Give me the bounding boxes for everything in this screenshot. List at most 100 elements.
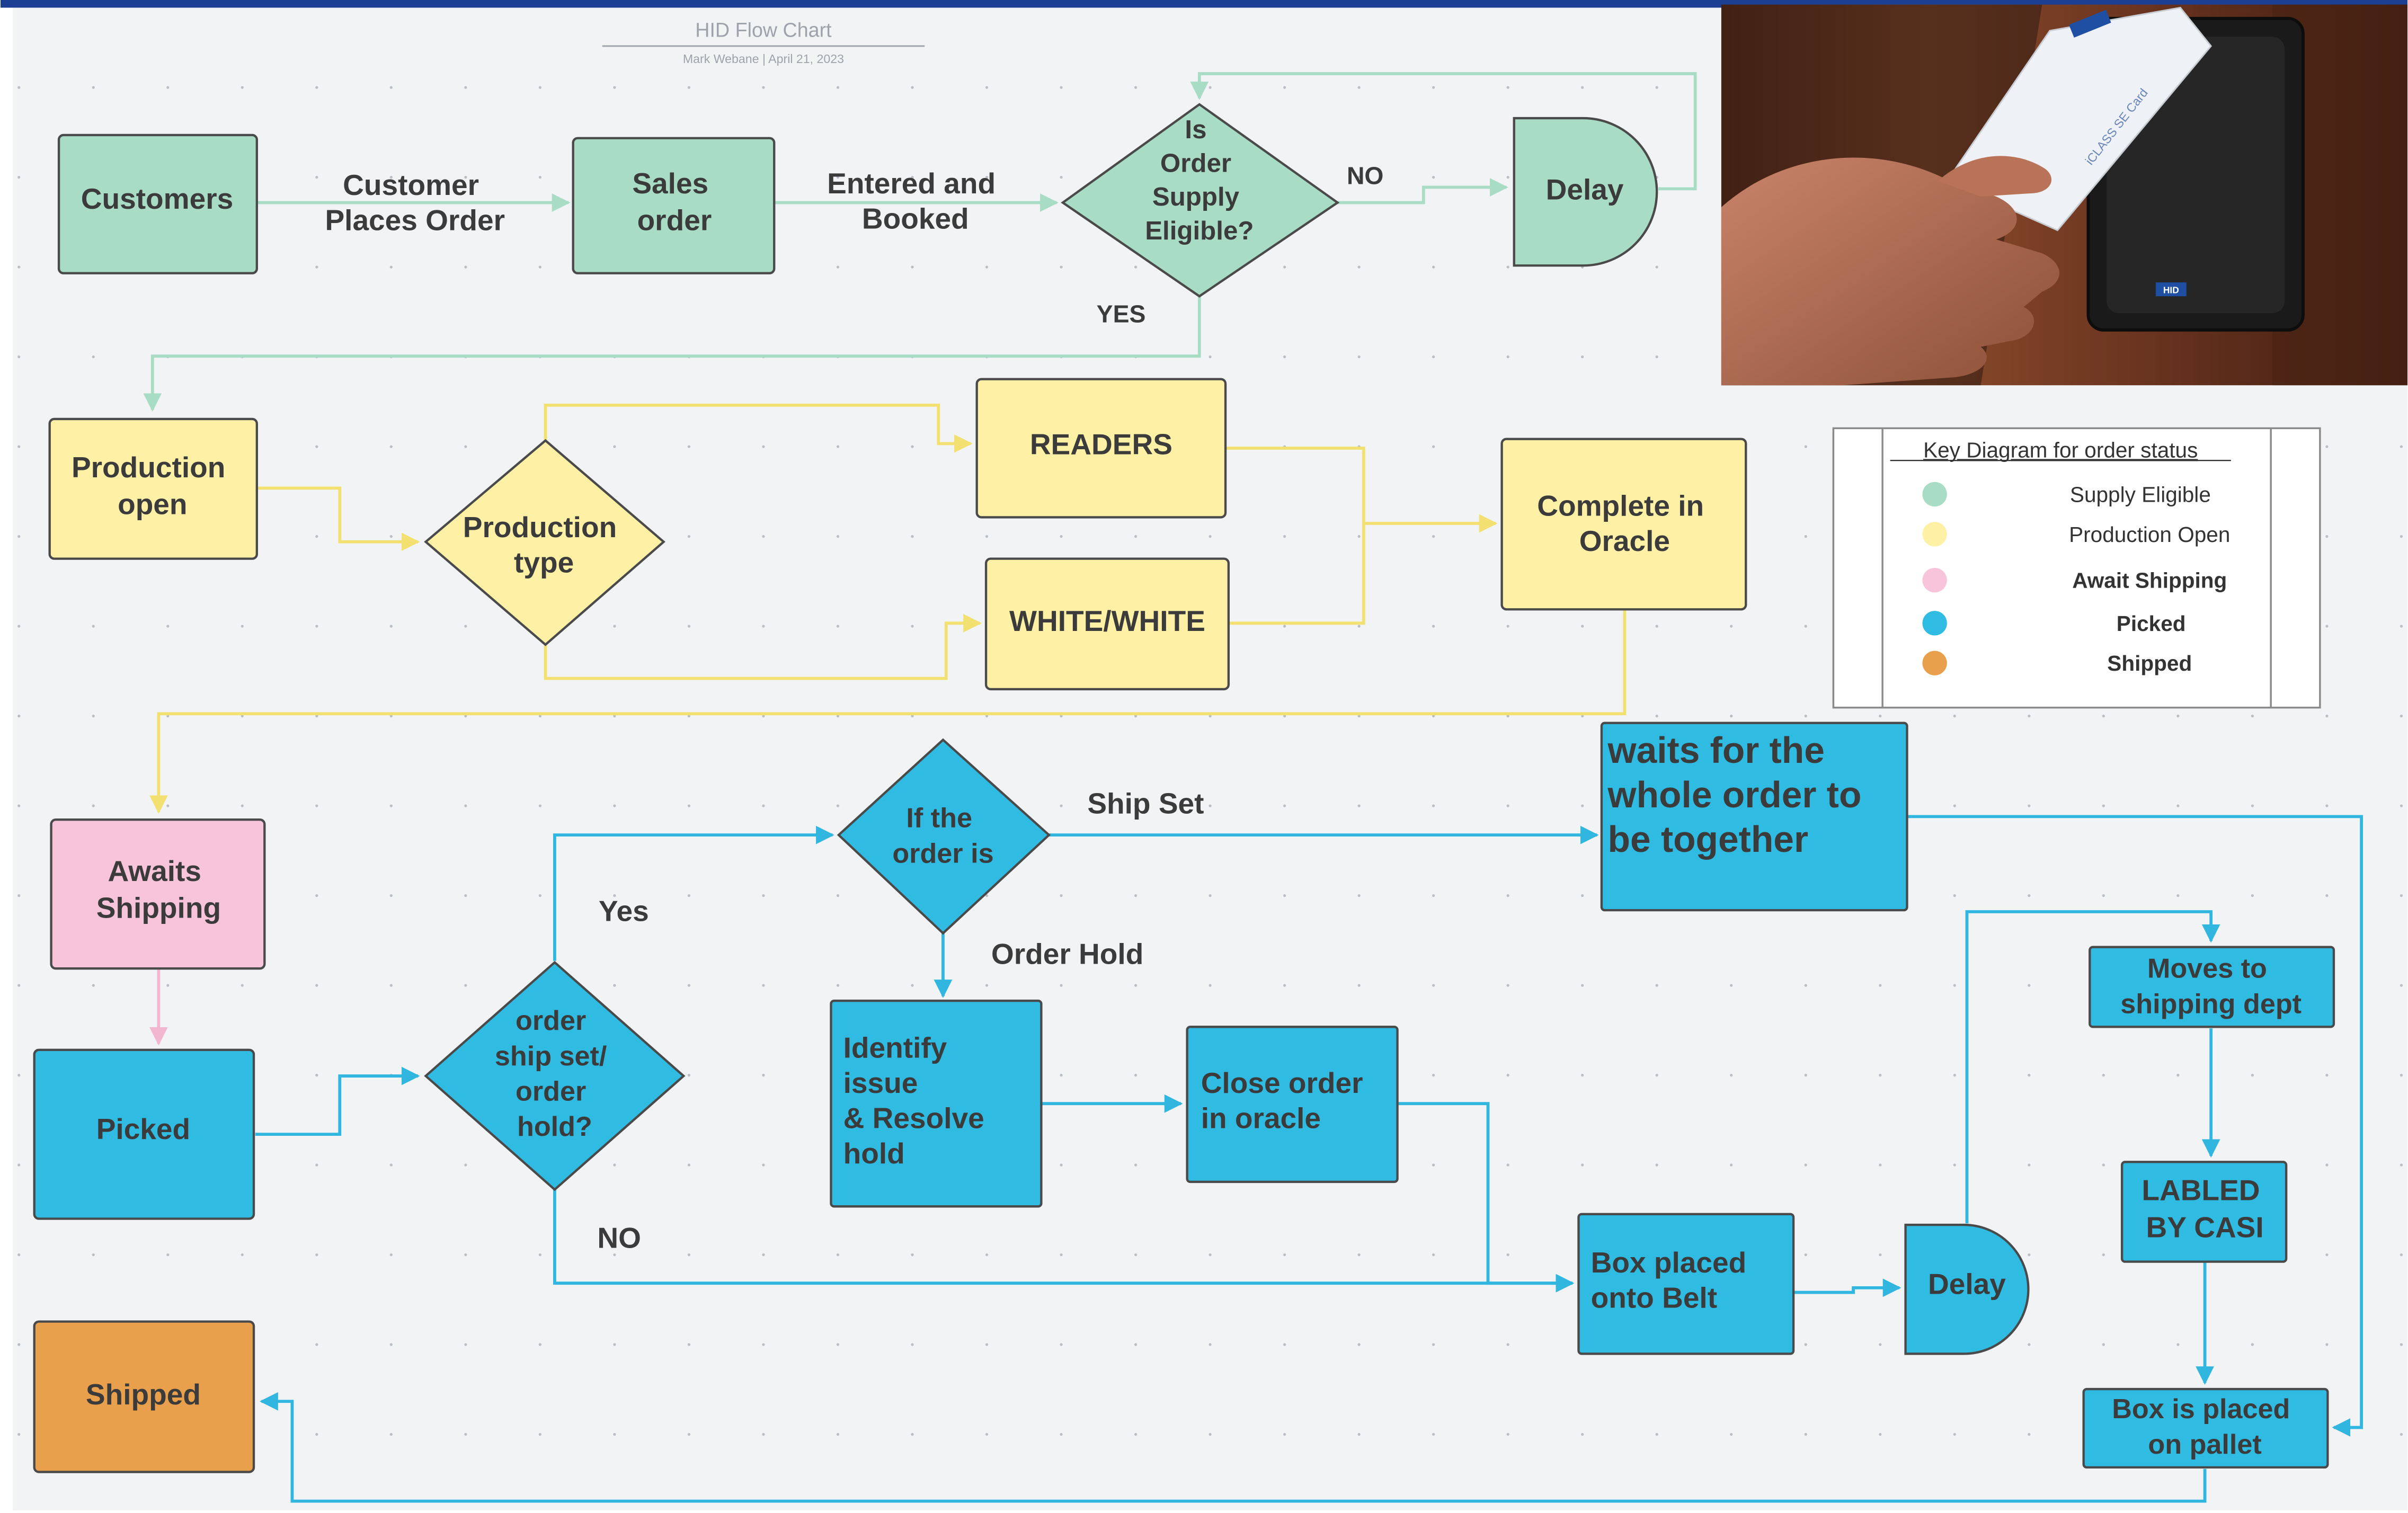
node-delay-top-label: Delay: [1546, 173, 1624, 206]
node-close-order-line-1: Close order: [1201, 1066, 1363, 1099]
node-sales-order[interactable]: Sales order: [572, 137, 776, 274]
legend-swatch-3: [1922, 611, 1947, 636]
node-delay-top[interactable]: Delay: [1513, 117, 1658, 267]
edge-delay-loop: [1190, 72, 1697, 191]
node-belt-line-1: Box placed: [1591, 1246, 1747, 1279]
node-decision-line-1: order: [516, 1005, 586, 1036]
node-picked[interactable]: Picked: [33, 1048, 255, 1220]
node-close-order[interactable]: Close order in oracle: [1186, 1026, 1399, 1183]
photo-reader-logo-badge: [2155, 282, 2187, 297]
node-delay-bottom-label: Delay: [1928, 1267, 2006, 1300]
edge-delay-moves: [1965, 910, 2220, 1224]
node-sales-order-line-2: order: [637, 204, 712, 237]
svg-text:order ship set/: order ship set/ order hold?: [495, 1005, 615, 1142]
svg-text:Is Order Suppl: Is Order Supply Eligible?: [1145, 115, 1254, 245]
node-order-supply-eligible[interactable]: Is Order Supply Eligible?: [1061, 103, 1340, 298]
svg-text:Production open: Production open: [72, 451, 234, 521]
node-complete-line-2: Oracle: [1579, 524, 1670, 557]
node-belt-line-2: onto Belt: [1591, 1281, 1717, 1314]
svg-text:Identify issue: Identify issue & Resolve hold: [843, 1031, 992, 1170]
node-identify-issue[interactable]: Identify issue & Resolve hold: [830, 999, 1043, 1208]
hid-card-photo: HID iCLASS SE Card: [1721, 4, 2408, 386]
node-customers-label: Customers: [81, 182, 233, 215]
node-delay-bottom[interactable]: Delay: [1904, 1223, 2030, 1355]
edge-pallet-shipped: [260, 1392, 2207, 1503]
photo-thumb: [1938, 156, 2052, 197]
node-pallet-line-2: on pallet: [2148, 1429, 2261, 1460]
edge-eligible-production: [143, 296, 1201, 412]
legend-box: [1832, 427, 2321, 709]
node-waits-line-2: whole order to: [1607, 774, 1862, 815]
node-ship-set-or-hold[interactable]: order ship set/ order hold?: [424, 960, 686, 1191]
node-awaits-shipping[interactable]: Awaits Shipping: [50, 818, 266, 970]
node-readers[interactable]: READERS: [975, 378, 1227, 519]
node-eligible-line-2: Order: [1160, 149, 1231, 178]
node-shipped-label: Shipped: [86, 1378, 201, 1411]
node-box-on-pallet[interactable]: Box is placed on pallet: [2082, 1387, 2329, 1469]
chart-subtitle: Mark Webane | April 21, 2023: [683, 52, 844, 66]
node-white-white-label: WHITE/WHITE: [1009, 604, 1205, 637]
connectors: [143, 72, 2363, 1503]
node-customers[interactable]: Customers: [57, 134, 259, 274]
edge-type-white: [544, 613, 982, 680]
svg-text:Complete in Oracle: Complete in Oracle: [1537, 490, 1712, 558]
node-labled-line-1: LABLED: [2142, 1174, 2260, 1207]
node-production-type[interactable]: Production type: [424, 439, 665, 646]
node-shipped[interactable]: Shipped: [33, 1320, 255, 1473]
node-picked-label: Picked: [96, 1112, 190, 1145]
label-yes-top: YES: [1097, 300, 1146, 327]
edge-decision-yes: [553, 825, 834, 961]
node-production-open[interactable]: Production open: [48, 417, 259, 560]
legend-label-1: Production Open: [2069, 522, 2230, 547]
node-decision-line-3: order: [516, 1076, 586, 1107]
svg-text:Box placed onto Belt: Box placed onto Belt: [1591, 1246, 1755, 1314]
svg-text:Entered and Booked: Entered and Booked: [827, 167, 1003, 235]
node-production-type-line-2: type: [514, 546, 574, 579]
node-box-onto-belt[interactable]: Box placed onto Belt: [1577, 1213, 1795, 1355]
node-eligible-line-4: Eligible?: [1145, 216, 1254, 245]
node-awaits-line-1: Awaits: [108, 855, 201, 887]
node-production-open-line-2: open: [118, 488, 187, 521]
label-customer-places-line-1: Customer: [343, 168, 479, 201]
node-production-open-line-1: Production: [72, 451, 225, 484]
node-if-the-order-is[interactable]: If the order is: [837, 738, 1051, 935]
label-no-bottom: NO: [597, 1222, 641, 1254]
node-waits-for-whole-order[interactable]: waits for the whole order to be together: [1600, 722, 1908, 912]
node-if-order-line-2: order is: [892, 838, 993, 869]
legend-swatch-0: [1922, 482, 1947, 507]
label-yes-bottom: Yes: [599, 894, 649, 927]
node-moves-line-1: Moves to: [2147, 954, 2267, 984]
label-ship-set: Ship Set: [1087, 787, 1204, 820]
node-identify-line-3: & Resolve: [843, 1102, 984, 1135]
label-no-top: NO: [1347, 162, 1384, 190]
node-readers-label: READERS: [1030, 428, 1172, 461]
svg-text:LABLED BY CASI: LABLED BY CASI: [2142, 1174, 2268, 1244]
node-waits-line-1: waits for the: [1607, 729, 1825, 771]
node-complete-line-1: Complete in: [1537, 490, 1704, 522]
node-pallet-line-1: Box is placed: [2112, 1394, 2290, 1425]
svg-text:Sales order: Sales order: [632, 167, 716, 237]
node-identify-line-1: Identify: [843, 1031, 947, 1064]
svg-text:Customer Places Order: Customer Places Order: [325, 168, 505, 237]
label-order-hold: Order Hold: [991, 938, 1143, 971]
node-production-type-line-1: Production: [463, 511, 617, 544]
label-customer-places-line-2: Places Order: [325, 204, 505, 237]
node-white-white[interactable]: WHITE/WHITE: [984, 557, 1230, 691]
node-moves-to-shipping[interactable]: Moves to shipping dept: [2089, 946, 2335, 1028]
svg-text:If the order is: If the order is: [892, 803, 993, 869]
node-sales-order-line-1: Sales: [632, 167, 708, 200]
node-labled-by-casi[interactable]: LABLED BY CASI: [2120, 1161, 2288, 1263]
photo-card-logo: [2069, 10, 2111, 38]
node-complete-in-oracle[interactable]: Complete in Oracle: [1500, 438, 1747, 611]
node-close-order-line-2: in oracle: [1201, 1102, 1321, 1135]
edge-open-type: [256, 486, 420, 551]
edge-labels: Customer Places Order Entered and Booked…: [325, 162, 1383, 1254]
svg-text:Box is placed on palle: Box is placed on pallet: [2112, 1394, 2298, 1460]
edge-waits-pallet: [1907, 815, 2363, 1437]
node-if-order-line-1: If the: [906, 803, 972, 834]
photo-reader-logo: HID: [2163, 284, 2179, 295]
legend-label-2: Await Shipping: [2072, 568, 2227, 593]
